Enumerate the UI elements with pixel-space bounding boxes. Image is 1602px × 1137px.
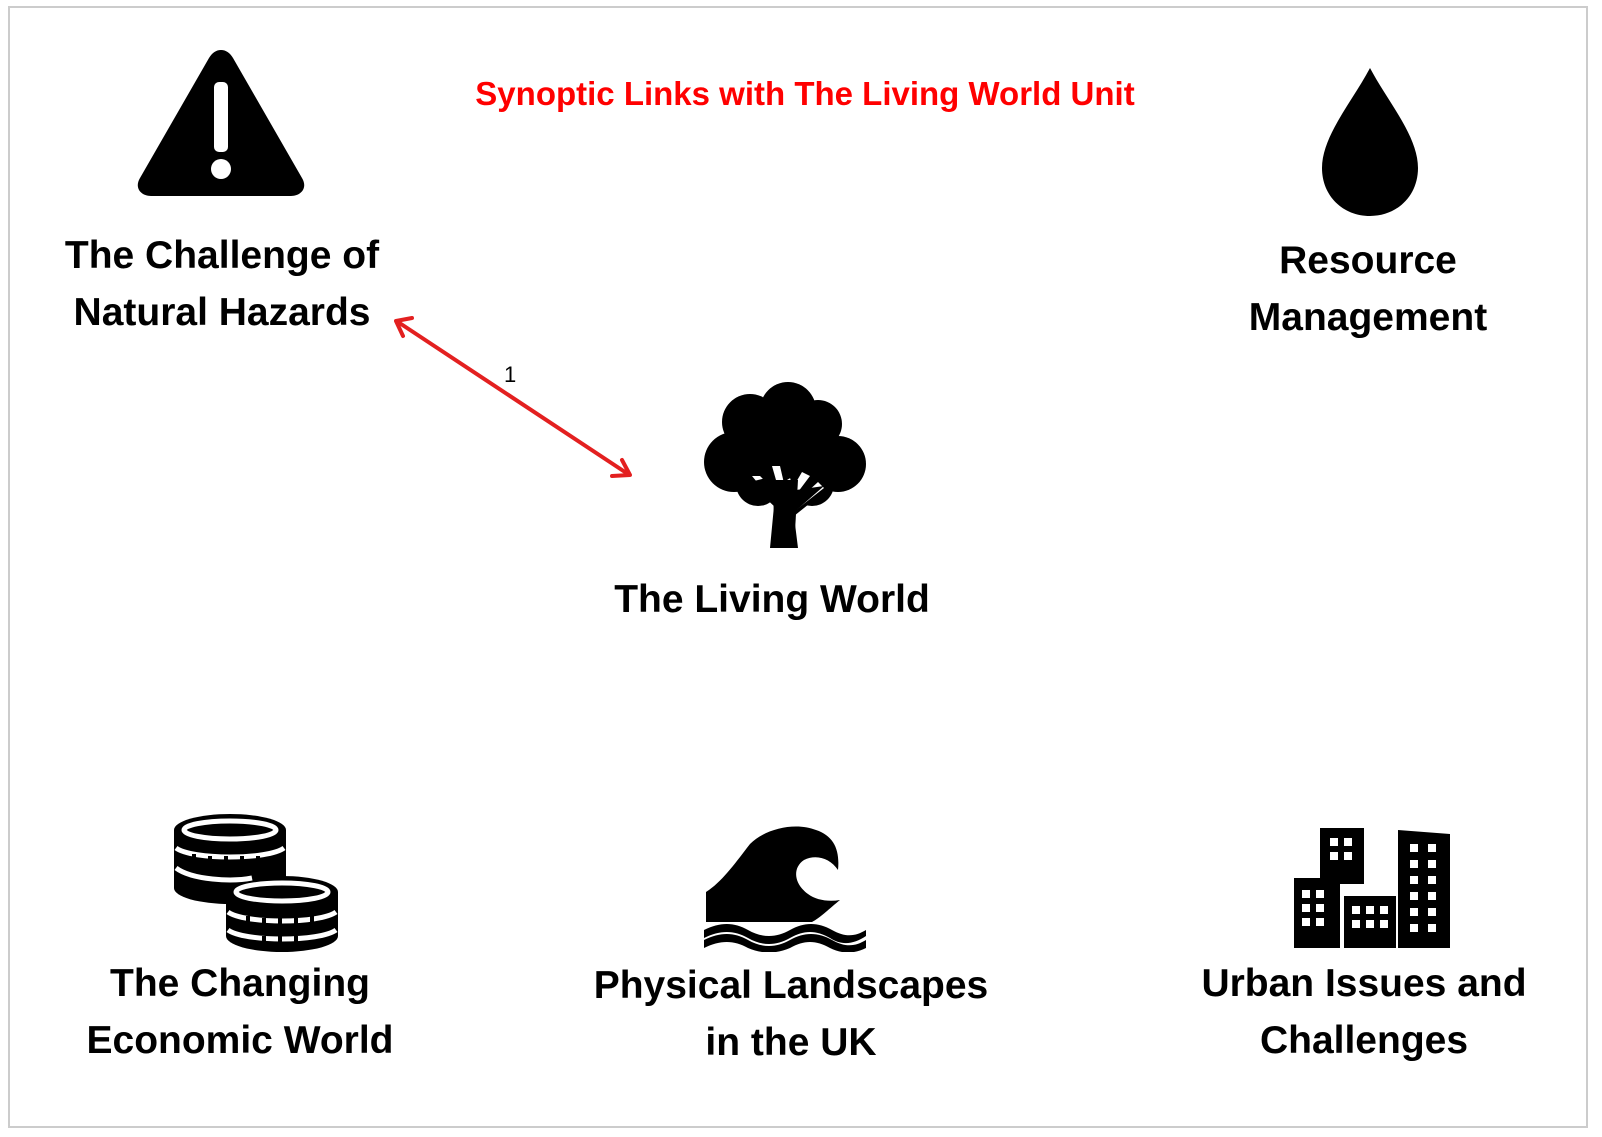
water-drop-icon bbox=[1322, 68, 1418, 216]
tree-icon bbox=[704, 382, 866, 548]
topic-label-physical-landscapes: Physical Landscapes in the UK bbox=[568, 957, 1014, 1071]
topic-label-line: Physical Landscapes bbox=[593, 964, 989, 1007]
link-hazards-living bbox=[394, 316, 632, 478]
city-buildings-icon bbox=[1294, 828, 1450, 948]
topic-label-line: Resource bbox=[1279, 239, 1457, 282]
wave-icon bbox=[704, 826, 866, 952]
warning-triangle-icon bbox=[137, 50, 305, 196]
topic-label-line: The Living World bbox=[614, 578, 930, 621]
topic-label-line: Urban Issues and bbox=[1201, 962, 1527, 1005]
diagram-title: Synoptic Links with The Living World Uni… bbox=[475, 75, 1135, 112]
topic-label-line: Management bbox=[1248, 296, 1488, 339]
topic-label-line: The Challenge of bbox=[64, 234, 380, 277]
topic-label-line: Economic World bbox=[86, 1019, 394, 1062]
topic-label-natural-hazards: The Challenge of Natural Hazards bbox=[40, 227, 404, 341]
topic-label-line: The Changing bbox=[110, 962, 370, 1005]
topic-label-resource-management: Resource Management bbox=[1188, 232, 1548, 346]
topic-label-urban-issues: Urban Issues and Challenges bbox=[1174, 955, 1554, 1069]
topic-label-line: Challenges bbox=[1259, 1019, 1469, 1062]
coins-icon bbox=[174, 814, 338, 952]
topic-label-line: Natural Hazards bbox=[73, 291, 371, 334]
topic-label-economic-world: The Changing Economic World bbox=[50, 955, 430, 1069]
topic-label-living-world: The Living World bbox=[572, 571, 972, 628]
topic-label-line: in the UK bbox=[705, 1021, 877, 1064]
link-number-label: 1 bbox=[504, 362, 517, 387]
